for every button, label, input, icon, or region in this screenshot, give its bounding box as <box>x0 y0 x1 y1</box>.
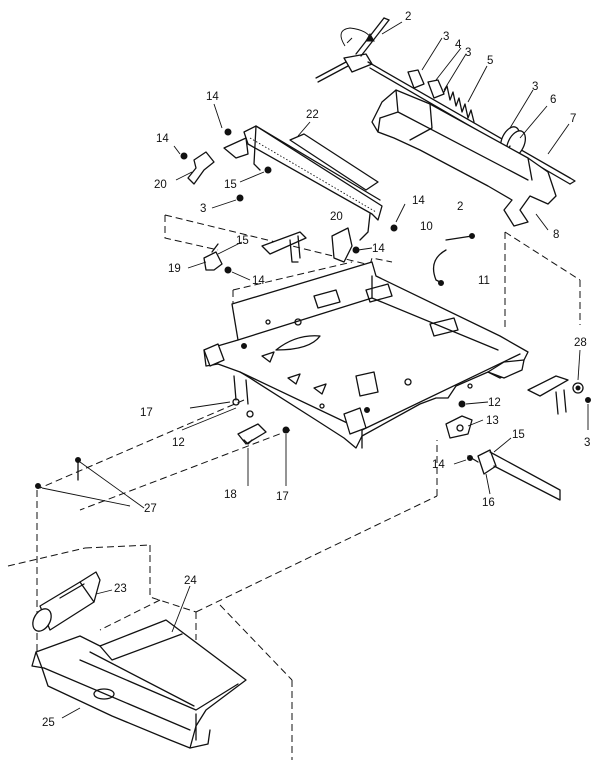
callout-label: 17 <box>276 491 289 503</box>
callout-label: 3 <box>584 437 590 449</box>
callout-label: 3 <box>532 81 538 93</box>
callout-label: 7 <box>570 113 576 125</box>
callout-label: 27 <box>144 503 157 515</box>
callout-label: 12 <box>172 437 185 449</box>
callout-label: 24 <box>184 575 197 587</box>
callout-label: 17 <box>140 407 153 419</box>
callout-label: 15 <box>224 179 237 191</box>
callout-label: 14 <box>252 275 265 287</box>
callout-label: 22 <box>306 109 319 121</box>
callout-label: 19 <box>168 263 181 275</box>
phantom-outlines <box>7 37 581 760</box>
left-brackets <box>180 128 272 274</box>
callout-label: 2 <box>405 11 411 23</box>
callout-label: 20 <box>330 211 343 223</box>
chassis-plate <box>203 261 529 449</box>
callout-label: 6 <box>550 94 556 106</box>
callout-label: 16 <box>482 497 495 509</box>
callout-label: 8 <box>553 229 559 241</box>
callout-label: 14 <box>432 459 445 471</box>
callout-label: 14 <box>412 195 425 207</box>
callout-label: 23 <box>114 583 127 595</box>
callout-label: 3 <box>465 47 471 59</box>
callout-label: 14 <box>372 243 385 255</box>
callout-label: 3 <box>443 31 449 43</box>
callout-label: 2 <box>457 201 463 213</box>
callout-labels: 2 3 4 3 5 3 6 7 8 2 14 14 22 20 15 3 14 … <box>42 11 590 729</box>
right-side-parts <box>445 375 591 501</box>
callout-label: 4 <box>455 39 462 51</box>
callout-label: 18 <box>224 489 237 501</box>
rack-gear-22 <box>243 125 383 241</box>
callout-label: 15 <box>512 429 525 441</box>
callout-label: 13 <box>486 415 499 427</box>
centre-brackets <box>261 224 475 286</box>
callout-label: 14 <box>206 91 219 103</box>
lower-left-parts <box>232 398 290 445</box>
callout-label: 10 <box>420 221 433 233</box>
leader-lines <box>41 21 589 719</box>
shaft-assembly <box>315 17 576 227</box>
callout-label: 5 <box>487 55 493 67</box>
callout-label: 20 <box>154 179 167 191</box>
callout-label: 11 <box>478 275 490 287</box>
callout-label: 28 <box>574 337 587 349</box>
callout-label: 3 <box>200 203 206 215</box>
callout-label: 25 <box>42 717 55 729</box>
callout-label: 14 <box>156 133 169 145</box>
callout-label: 15 <box>236 235 249 247</box>
tray-24-25 <box>31 619 247 749</box>
callout-label: 12 <box>488 397 501 409</box>
roller-23 <box>32 571 101 632</box>
screws-27 <box>35 457 81 489</box>
